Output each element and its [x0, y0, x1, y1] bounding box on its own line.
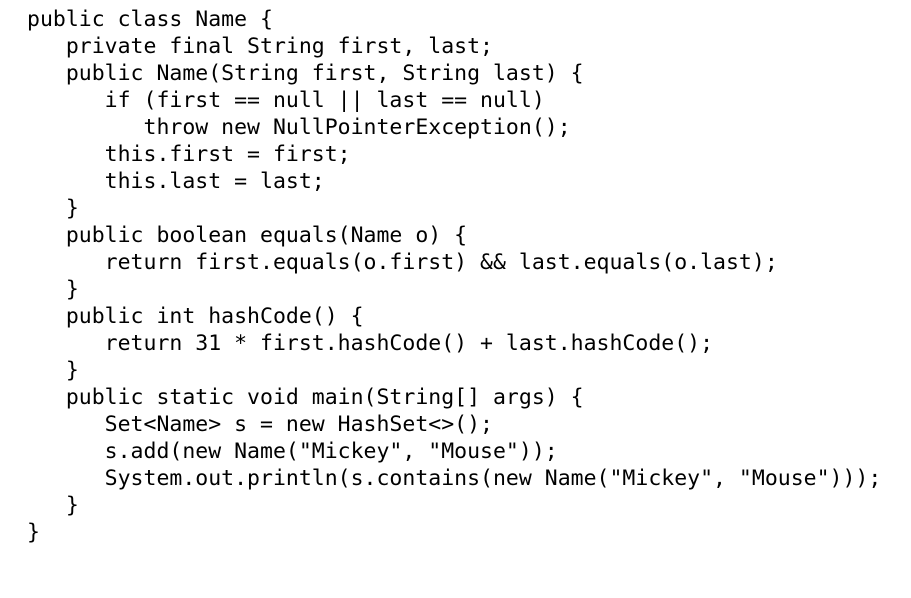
code-line: } — [27, 277, 79, 302]
code-line: } — [27, 358, 79, 383]
code-line: } — [27, 196, 79, 221]
code-line: private final String first, last; — [27, 34, 493, 59]
code-line: } — [27, 520, 40, 545]
code-line — [0, 546, 911, 573]
code-line: this.first = first; — [27, 142, 351, 167]
code-line: public Name(String first, String last) { — [27, 61, 584, 86]
code-line: public boolean equals(Name o) { — [27, 223, 468, 248]
code-line: return 31 * first.hashCode() + last.hash… — [27, 331, 714, 356]
code-line: return first.equals(o.first) && last.equ… — [27, 250, 778, 275]
code-line: s.add(new Name("Mickey", "Mouse")); — [27, 439, 558, 464]
code-line: System.out.println(s.contains(new Name("… — [27, 466, 882, 491]
code-line: throw new NullPointerException(); — [27, 115, 571, 140]
code-line: this.last = last; — [27, 169, 325, 194]
code-line: public int hashCode() { — [27, 304, 364, 329]
code-line: public class Name { — [27, 7, 273, 32]
code-line: } — [27, 493, 79, 518]
code-line: if (first == null || last == null) — [27, 88, 545, 113]
code-line: public static void main(String[] args) { — [27, 385, 584, 410]
code-line: Set<Name> s = new HashSet<>(); — [27, 412, 493, 437]
